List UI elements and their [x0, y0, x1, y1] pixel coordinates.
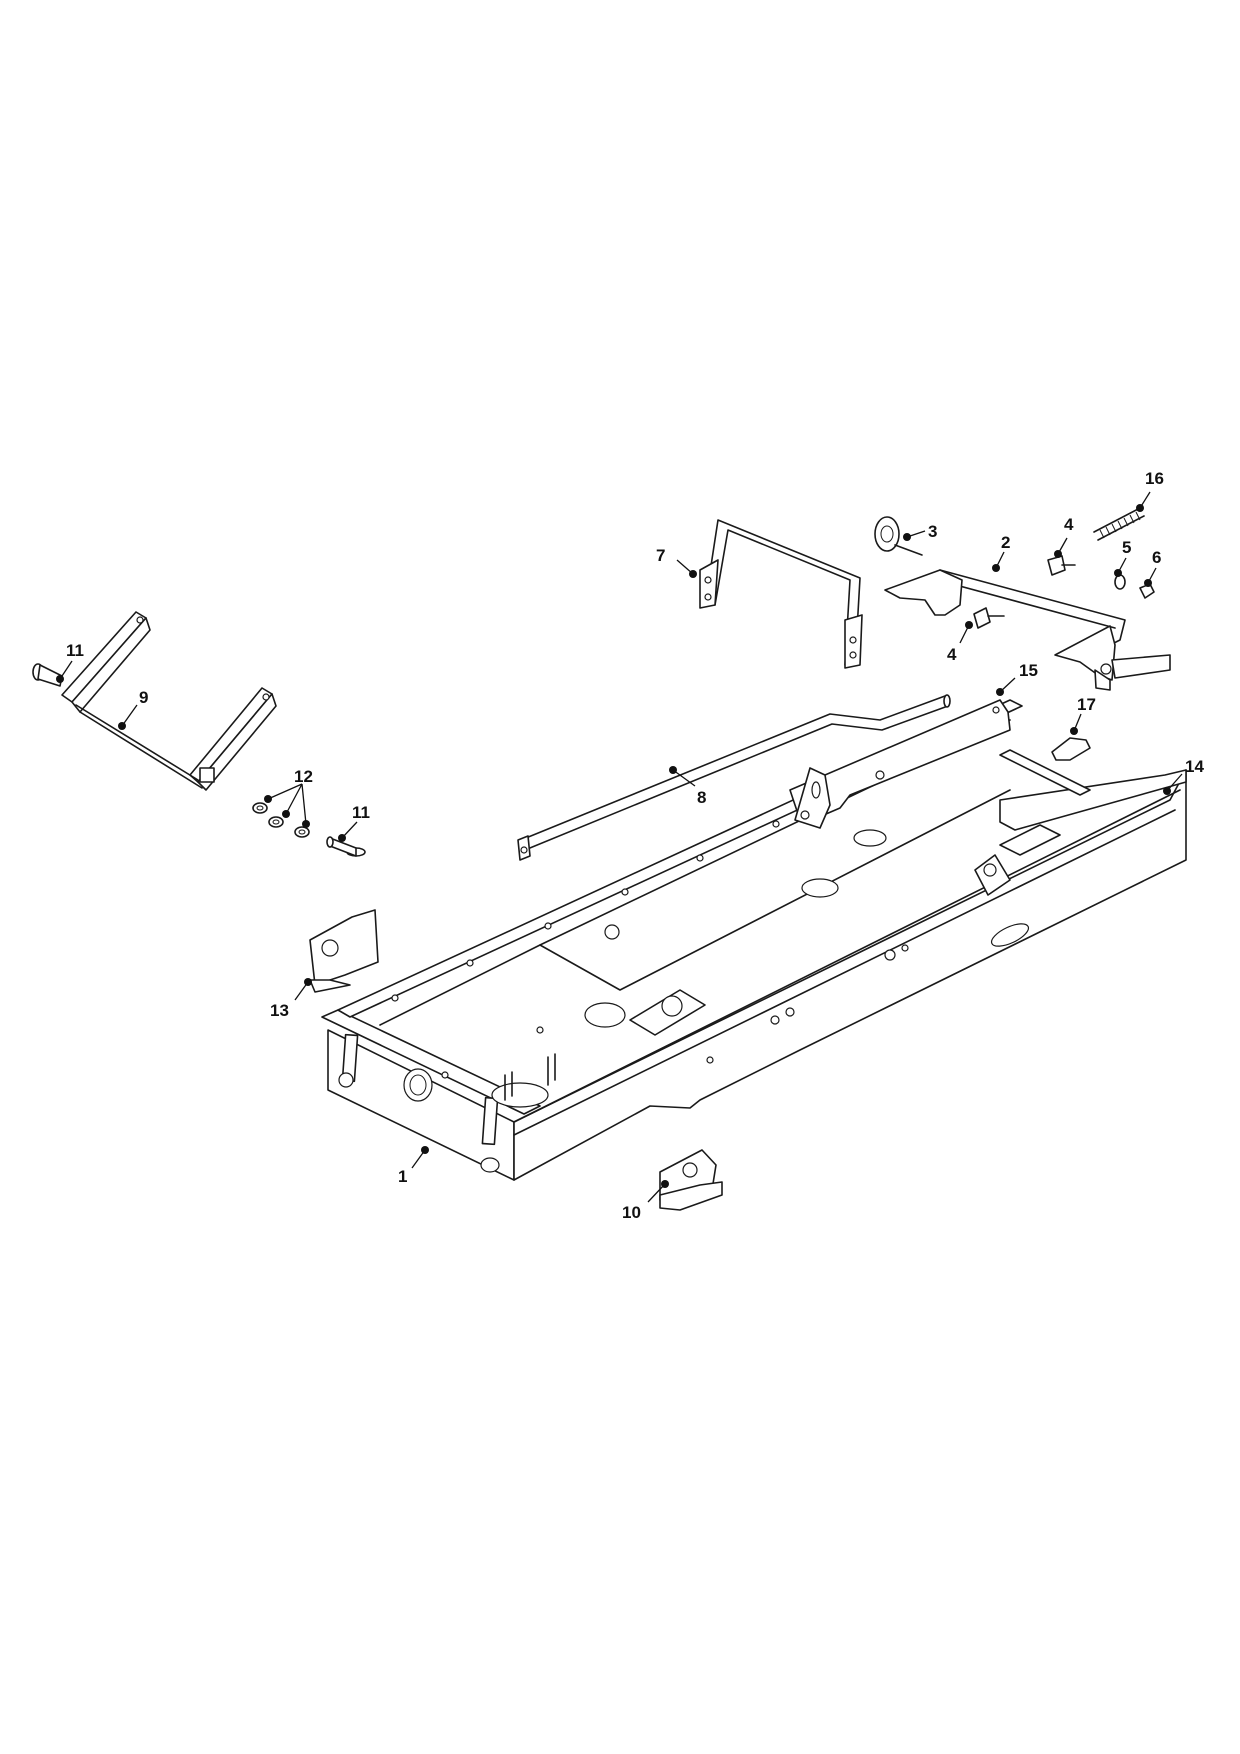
callout-12: 12 [264, 767, 313, 828]
part-bracket-10 [659, 1149, 723, 1211]
callout-label: 12 [294, 767, 313, 786]
callout-11b: 11 [338, 803, 370, 842]
callout-label: 4 [947, 645, 957, 664]
callout-label: 14 [1185, 757, 1204, 776]
callout-17: 17 [1070, 695, 1096, 735]
callout-label: 13 [270, 1001, 289, 1020]
callout-2: 2 [992, 533, 1010, 572]
part-pin-11a [32, 663, 63, 687]
callout-6: 6 [1144, 548, 1161, 587]
part-washer-5 [1114, 574, 1126, 590]
callout-8: 8 [669, 766, 706, 807]
part-long-rod-8 [517, 694, 951, 861]
callout-label: 11 [352, 803, 370, 822]
part-spring-16 [1093, 507, 1145, 541]
part-swing-arm-9 [61, 611, 277, 791]
callout-5: 5 [1114, 538, 1131, 577]
part-u-bracket-7 [699, 519, 863, 669]
callout-14: 14 [1163, 757, 1204, 795]
callout-label: 16 [1145, 469, 1164, 488]
callout-16: 16 [1136, 469, 1164, 512]
callout-3: 3 [903, 522, 937, 541]
callout-label: 17 [1077, 695, 1096, 714]
callout-label: 1 [398, 1167, 407, 1186]
part-clip-17 [1051, 737, 1091, 761]
callout-4b: 4 [947, 621, 973, 664]
callout-1: 1 [398, 1146, 429, 1186]
callout-label: 8 [697, 788, 706, 807]
callout-label: 4 [1064, 515, 1074, 534]
callout-15: 15 [996, 661, 1038, 696]
part-lift-shaft-2 [884, 569, 1171, 691]
callout-13: 13 [270, 978, 312, 1020]
callout-label: 5 [1122, 538, 1131, 557]
part-pin-11b [326, 836, 366, 857]
part-chassis-frame [321, 699, 1187, 1181]
part-rail-bracket-15 [789, 699, 1011, 829]
callout-9: 9 [118, 688, 148, 730]
part-bushing-4a [1047, 555, 1076, 576]
part-bracket-13 [309, 909, 379, 993]
callout-label: 9 [139, 688, 148, 707]
callout-label: 10 [622, 1203, 641, 1222]
callout-label: 11 [66, 641, 84, 660]
part-washers-12 [252, 802, 310, 838]
callout-4a: 4 [1054, 515, 1074, 558]
part-bushing-4b [973, 607, 1005, 629]
callout-label: 7 [656, 546, 665, 565]
part-rear-bracket-14 [974, 824, 1061, 896]
callout-10: 10 [622, 1180, 669, 1222]
callout-7: 7 [656, 546, 697, 578]
callout-label: 6 [1152, 548, 1161, 567]
part-pivot-washer-3 [874, 516, 923, 556]
callout-label: 15 [1019, 661, 1038, 680]
callout-11a: 11 [56, 641, 84, 683]
callout-label: 2 [1001, 533, 1010, 552]
callout-label: 3 [928, 522, 937, 541]
